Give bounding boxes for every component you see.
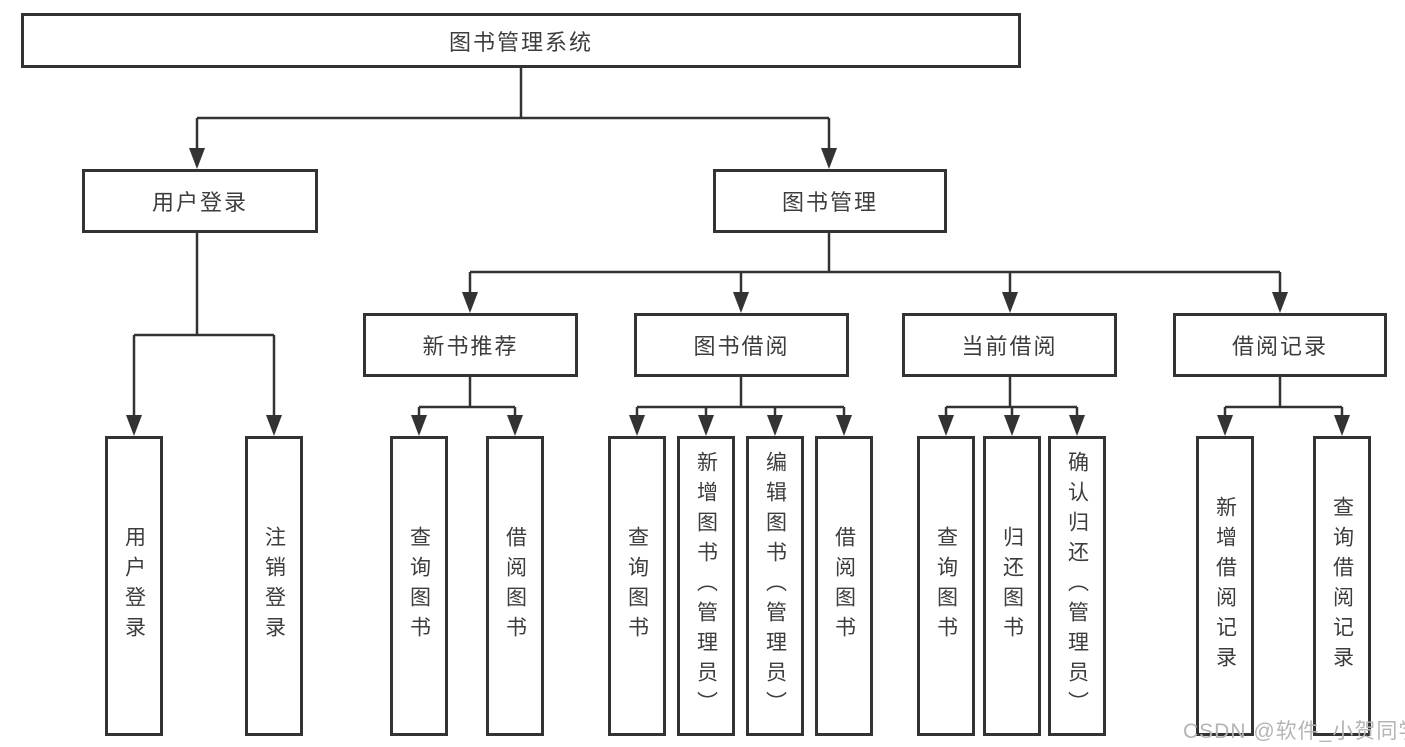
leaf-return-books: 归还图书 [983, 436, 1041, 736]
leaf-add-book-admin: 新增图书（管理员） [677, 436, 735, 736]
node-current-borrowing: 当前借阅 [902, 313, 1117, 377]
leaf-label: 用户登录 [122, 526, 146, 646]
leaf-label: 查询图书 [407, 526, 431, 646]
leaf-confirm-return-admin: 确认归还（管理员） [1048, 436, 1106, 736]
node-label: 图书借阅 [693, 334, 790, 359]
leaf-label: 编辑图书（管理员） [763, 451, 787, 721]
arrowhead-icons [126, 148, 1350, 436]
node-label: 新书推荐 [422, 334, 519, 359]
leaf-label: 新增图书（管理员） [694, 451, 718, 721]
leaf-logout: 注销登录 [245, 436, 303, 736]
node-label: 借阅记录 [1231, 334, 1328, 359]
leaf-label: 查询图书 [934, 526, 958, 646]
leaf-query-borrow-record: 查询借阅记录 [1313, 436, 1371, 736]
leaf-user-login: 用户登录 [105, 436, 163, 736]
leaf-label: 注销登录 [262, 526, 286, 646]
leaf-label: 查询图书 [625, 526, 649, 646]
leaf-add-borrow-record: 新增借阅记录 [1196, 436, 1254, 736]
node-label: 当前借阅 [961, 334, 1058, 359]
node-new-book-recommendation: 新书推荐 [363, 313, 578, 377]
node-borrowing-records: 借阅记录 [1173, 313, 1387, 377]
node-user-login: 用户登录 [82, 169, 318, 233]
leaf-label: 确认归还（管理员） [1065, 451, 1089, 721]
leaf-label: 查询借阅记录 [1330, 496, 1354, 676]
leaf-borrow-books: 借阅图书 [815, 436, 873, 736]
node-label: 图书管理 [781, 190, 878, 215]
node-library-management-system: 图书管理系统 [21, 13, 1021, 68]
node-label: 图书管理系统 [448, 29, 593, 55]
leaf-query-books-borrowing: 查询图书 [608, 436, 666, 736]
node-label: 用户登录 [151, 190, 248, 215]
leaf-label: 归还图书 [1000, 526, 1024, 646]
leaf-label: 新增借阅记录 [1213, 496, 1237, 676]
csdn-watermark: CSDN @软件_小贺同学 [1183, 720, 1405, 743]
node-book-borrowing: 图书借阅 [634, 313, 849, 377]
leaf-borrow-books-recommend: 借阅图书 [486, 436, 544, 736]
leaf-label: 借阅图书 [832, 526, 856, 646]
node-book-management: 图书管理 [713, 169, 947, 233]
tree-lines [132, 68, 1344, 418]
leaf-query-books-current: 查询图书 [917, 436, 975, 736]
leaf-query-books-recommend: 查询图书 [390, 436, 448, 736]
leaf-label: 借阅图书 [503, 526, 527, 646]
leaf-edit-book-admin: 编辑图书（管理员） [746, 436, 804, 736]
